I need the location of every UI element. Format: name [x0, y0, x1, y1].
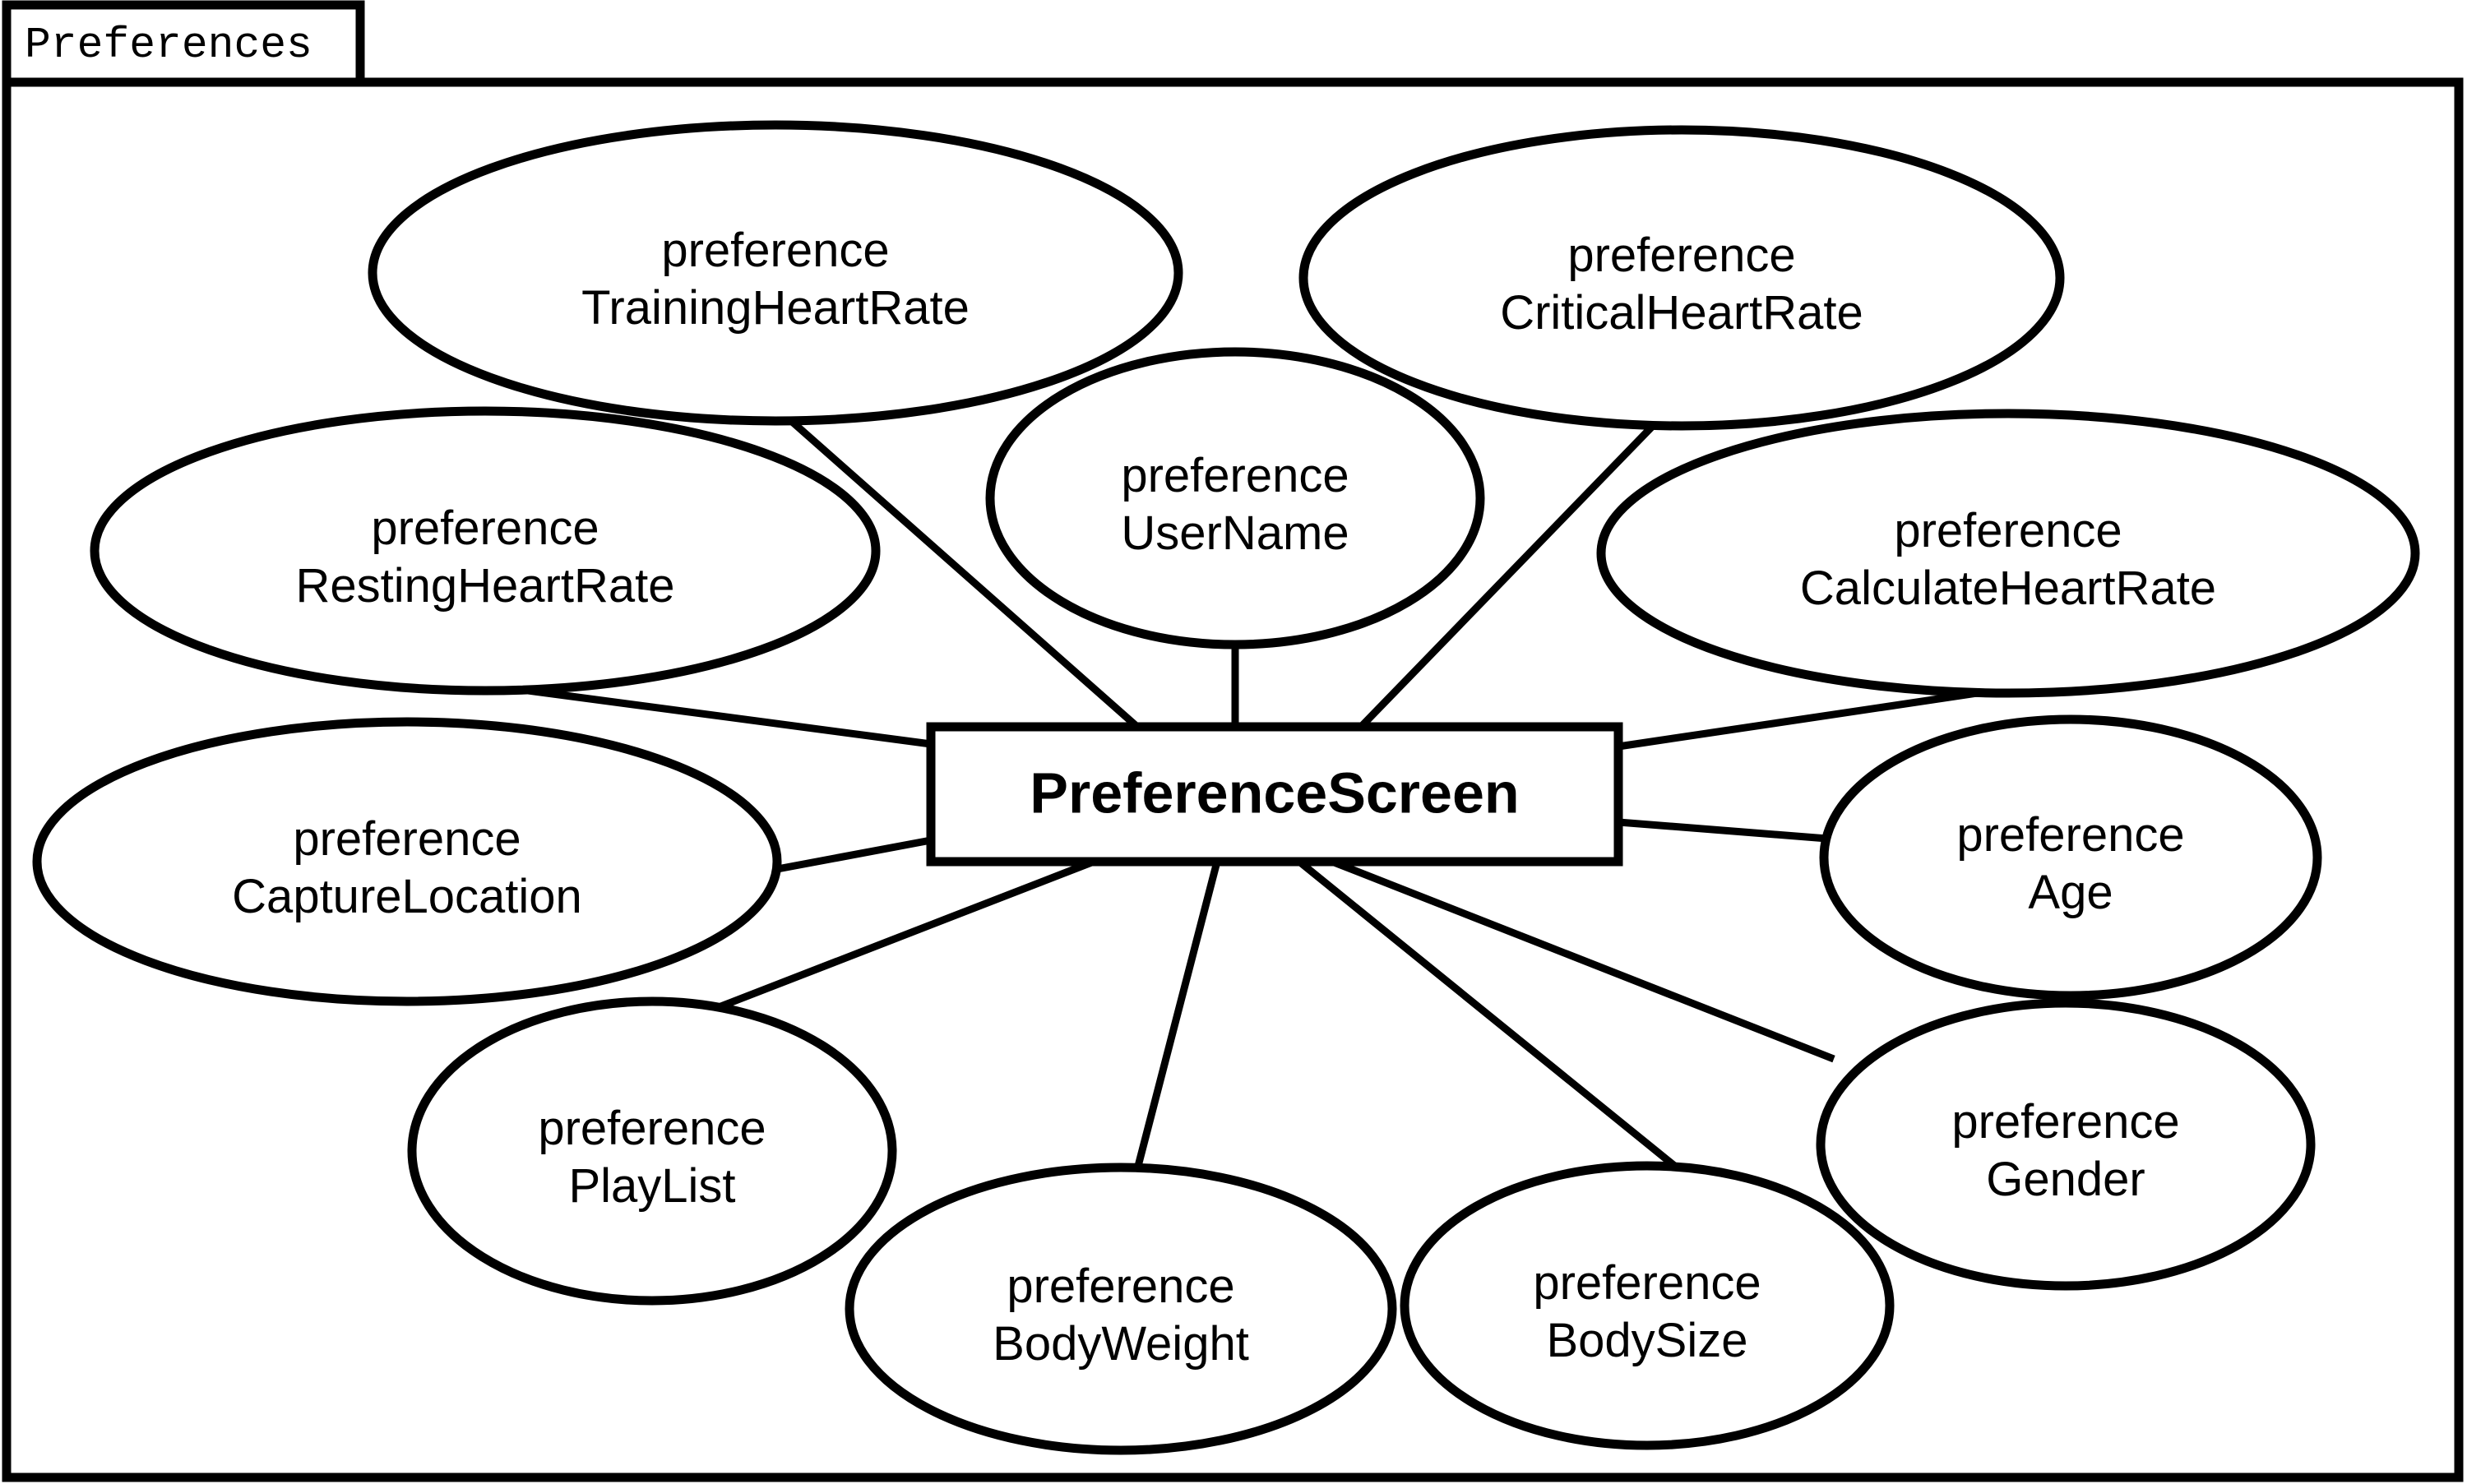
label-line2-capture-location: CaptureLocation [232, 870, 582, 923]
ellipse-user-name[interactable] [985, 347, 1485, 650]
label-line2-user-name: UserName [1121, 506, 1349, 560]
label-line1-calculate-heart-rate: preference [1894, 504, 2122, 557]
label-line2-body-size: BodySize [1546, 1314, 1747, 1367]
label-line2-play-list: PlayList [568, 1159, 735, 1213]
preference-screen-box[interactable] [926, 722, 1623, 867]
label-line2-calculate-heart-rate: CalculateHeartRate [1800, 562, 2216, 615]
label-line1-gender: preference [1951, 1095, 2179, 1149]
label-line2-gender: Gender [1986, 1153, 2145, 1206]
ellipse-capture-location[interactable] [32, 717, 782, 1006]
label-line1-body-weight: preference [1007, 1260, 1234, 1313]
edge-play-list [702, 858, 1095, 1017]
label-line1-training-heart-rate: preference [661, 224, 889, 277]
label-line1-age: preference [1956, 808, 2184, 862]
package-body-outline [2, 77, 2464, 1482]
edge-body-weight [1132, 860, 1221, 1174]
label-line1-critical-heart-rate: preference [1567, 229, 1795, 282]
ellipse-body-weight[interactable] [845, 1163, 1397, 1455]
edge-calculate-heart-rate [1618, 685, 2006, 751]
label-line1-capture-location: preference [293, 812, 521, 866]
attribute-nodes: preferenceTrainingHeartRatepreferenceCri… [32, 120, 2420, 1455]
edge-age [1618, 818, 1828, 843]
label-line2-critical-heart-rate: CriticalHeartRate [1500, 286, 1863, 340]
central-entity[interactable]: PreferenceScreen [926, 722, 1623, 867]
label-line1-body-size: preference [1533, 1256, 1761, 1310]
package-tab-label: Preferences [25, 21, 312, 70]
ellipse-training-heart-rate[interactable] [368, 120, 1183, 426]
package-tab-box [2, 0, 365, 87]
edge-training-heart-rate [766, 398, 1140, 730]
label-line2-body-weight: BodyWeight [993, 1317, 1249, 1371]
label-line2-training-heart-rate: TrainingHeartRate [581, 281, 970, 335]
label-line1-play-list: preference [538, 1102, 766, 1155]
ellipse-resting-heart-rate[interactable] [90, 406, 881, 696]
label-line2-resting-heart-rate: RestingHeartRate [296, 559, 675, 613]
edge-capture-location [772, 836, 932, 874]
ellipse-age[interactable] [1819, 714, 2322, 1001]
edge-resting-heart-rate [502, 683, 932, 748]
label-line1-user-name: preference [1121, 449, 1349, 502]
ellipse-body-size[interactable] [1400, 1161, 1895, 1450]
ellipse-calculate-heart-rate[interactable] [1596, 409, 2420, 698]
edge-critical-heart-rate [1358, 400, 1678, 730]
label-line1-resting-heart-rate: preference [371, 502, 599, 555]
ellipse-play-list[interactable] [407, 996, 897, 1306]
preference-screen-label: PreferenceScreen [1030, 760, 1519, 825]
ellipse-gender[interactable] [1816, 998, 2316, 1291]
label-line2-age: Age [2028, 866, 2113, 919]
association-edges [502, 398, 2006, 1175]
ellipse-critical-heart-rate[interactable] [1298, 125, 2065, 431]
edge-body-size [1297, 858, 1684, 1175]
edge-gender [1331, 858, 1835, 1063]
